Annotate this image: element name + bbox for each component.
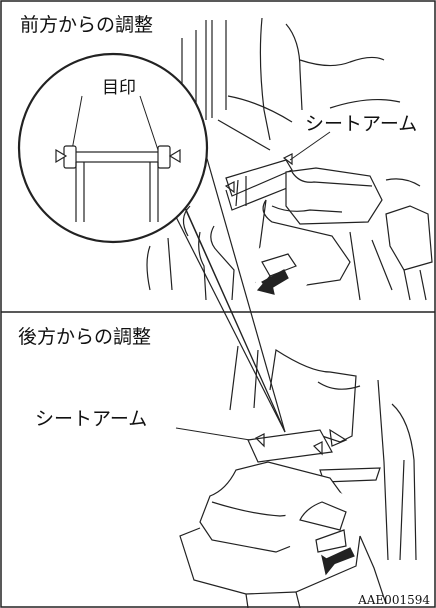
- figure-code: AAE001594: [358, 593, 430, 607]
- seat-arm-label-bottom: シートアーム: [35, 408, 148, 430]
- rear-view-title: 後方からの調整: [18, 326, 152, 348]
- front-view-drawing: [146, 17, 433, 301]
- leader-arm-bottom: [175, 427, 251, 441]
- marks-callout: 目印: [102, 78, 136, 98]
- front-view-title: 前方からの調整: [20, 10, 158, 39]
- leader-arm-top: [289, 131, 331, 161]
- magnifier: [17, 52, 286, 433]
- seat-arm-label-top: シートアーム: [305, 113, 418, 135]
- rear-view-drawing: [179, 345, 417, 608]
